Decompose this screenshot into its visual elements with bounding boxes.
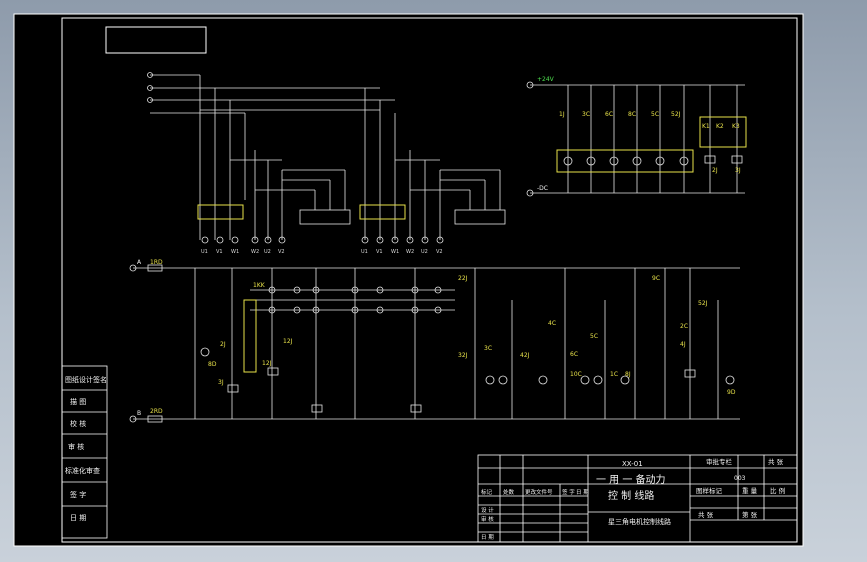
ctrl-label-4: 12J [283, 338, 293, 345]
sheet-no-label: 第 张 [742, 510, 758, 519]
grid-label-5: 设 计 [481, 506, 494, 514]
ctrl-label-3: 8D [208, 361, 217, 368]
terminal-w1-b: W1 [391, 249, 399, 255]
top-left-box [105, 26, 207, 54]
relay-label-k1: K1 [702, 123, 710, 130]
fuse-bottom-label: 2RD [150, 408, 163, 415]
relay-label-1j: 1J [559, 111, 565, 118]
ctrl-label-16: 2C [680, 323, 688, 330]
terminal-v1-b: V1 [376, 249, 383, 255]
ratio-label: 比 例 [770, 486, 785, 495]
left-label-6: 日 期 [70, 514, 86, 522]
ctrl-label-14: 10C [570, 371, 582, 378]
terminal-v1: V1 [216, 249, 223, 255]
relay-yellow-box [699, 116, 747, 148]
ctrl-label-6: 32J [458, 352, 468, 359]
ctrl-label-18: 8J [625, 371, 631, 378]
relay-label-k3: K3 [732, 123, 740, 130]
left-label-0: 图纸设计签名 [65, 375, 107, 384]
approval-header: 审批专栏 [706, 457, 733, 466]
control-circuit [129, 264, 740, 423]
terminal-w2-b: W2 [406, 249, 414, 255]
ctrl-label-7: 42J [520, 352, 530, 359]
grid-label-4: 日 期 [576, 489, 589, 496]
sheet-code: XX-01 [622, 460, 643, 468]
drawing-title-line1: 一 用 一 备动力 [596, 473, 666, 486]
motor-terminals [147, 72, 444, 244]
title-block [477, 454, 798, 543]
total-sheets-label: 共 张 [698, 510, 714, 519]
thermal-relay-1 [197, 204, 244, 220]
dc-negative-label: -DC [537, 185, 548, 192]
relay-label-52j: 52J [671, 111, 681, 118]
sheets-header: 共 张 [768, 457, 784, 466]
dc-positive-label: +24V [537, 76, 555, 83]
thermal-relay-2 [359, 204, 406, 220]
grid-label-1: 处数 [503, 488, 515, 496]
terminal-u1: U1 [201, 249, 208, 255]
terminal-u1-b: U1 [361, 249, 368, 255]
indicator-yellow-box [556, 149, 694, 173]
bus-b-label: B [137, 410, 141, 417]
left-label-1: 描 图 [70, 397, 86, 406]
inner-border [61, 17, 798, 543]
dc-relay-labels: 1J 3C 6C 8C 5C 52J K1 K2 K3 2J 3J [559, 111, 741, 174]
grid-label-2: 更改文件号 [525, 488, 553, 496]
drawing-title-line2: 控 制 线路 [608, 489, 654, 502]
main-power-circuit [150, 74, 506, 240]
relay-label-3j: 3J [735, 167, 741, 174]
ctrl-label-0: 2J [220, 341, 226, 348]
terminal-v2-b: V2 [436, 249, 443, 255]
ctrl-label-11: 5C [590, 333, 598, 340]
drawing-subtitle: 星三角电机控制线路 [608, 517, 671, 526]
left-label-5: 签 字 [70, 490, 86, 499]
ctrl-label-19: 9D [727, 389, 736, 396]
terminal-v2: V2 [278, 249, 285, 255]
relay-label-3c: 3C [582, 111, 590, 118]
relay-label-k2: K2 [716, 123, 724, 130]
motor-terminal-labels: U1 V1 W1 W2 U2 V2 U1 V1 W1 W2 U2 V2 [201, 249, 443, 255]
bus-a-label: A [137, 259, 142, 266]
ctrl-label-9: 3C [484, 345, 492, 352]
mark-label: 图样标记 [696, 486, 723, 495]
left-label-2: 校 核 [70, 419, 86, 428]
ctrl-label-1: 3J [218, 379, 224, 386]
ctrl-label-8: 52J [698, 300, 708, 307]
ctrl-label-10: 4C [548, 320, 556, 327]
ctrl-label-17: 4J [680, 341, 686, 348]
left-label-strip [61, 365, 108, 539]
relay-label-8c: 8C [628, 111, 636, 118]
terminal-w2: W2 [251, 249, 259, 255]
terminal-u2-b: U2 [421, 249, 428, 255]
dc-indicator-circuit [526, 81, 745, 197]
ctrl-label-2: 12J [262, 360, 272, 367]
drawing-sheet [13, 13, 804, 547]
grid-label-3: 签 字 [562, 488, 575, 496]
control-labels: 2J 3J 12J 8D 12J 22J 32J 42J 52J 3C 4C 5… [208, 275, 736, 396]
grid-label-7: 日 期 [481, 534, 494, 541]
grid-label-0: 标记 [481, 488, 493, 496]
relay-label-6c: 6C [605, 111, 613, 118]
fuse-top-label: 1RD [150, 259, 163, 266]
grid-label-6: 审 核 [481, 515, 494, 523]
ctrl-label-12: 6C [570, 351, 578, 358]
left-label-4: 标准化审查 [65, 466, 100, 475]
relay-label-5c: 5C [651, 111, 659, 118]
grid-labels: 标记 处数 更改文件号 签 字 日 期 设 计 审 核 日 期 [481, 488, 589, 541]
terminal-u2: U2 [264, 249, 271, 255]
left-label-3: 审 核 [68, 442, 84, 451]
scale-code: 003 [734, 475, 746, 482]
relay-label-2j: 2J [712, 167, 718, 174]
control-yellow-box [243, 299, 257, 373]
ctrl-label-15: 1C [610, 371, 618, 378]
left-label-texts: 图纸设计签名 描 图 校 核 审 核 标准化审查 签 字 日 期 [65, 375, 107, 522]
terminal-w1: W1 [231, 249, 239, 255]
ctrl-label-13: 9C [652, 275, 660, 282]
terminal-label: 1KK [253, 282, 266, 289]
weight-label: 重 量 [742, 487, 758, 495]
ctrl-label-5: 22J [458, 275, 468, 282]
